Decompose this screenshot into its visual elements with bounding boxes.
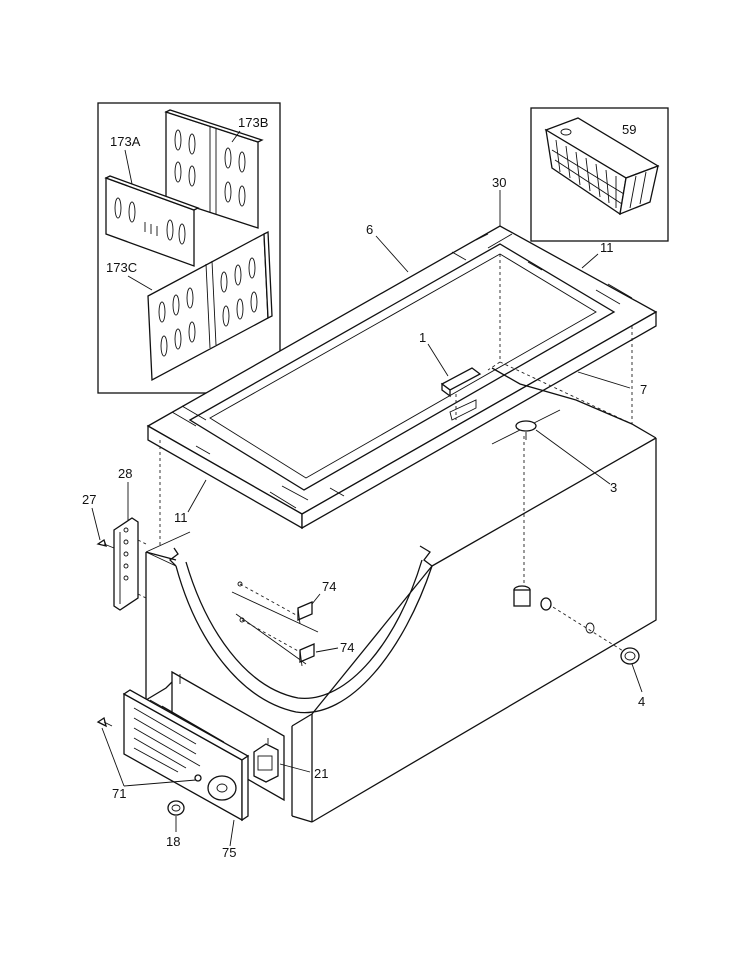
callout-7: 7 [640,382,647,397]
callout-21: 21 [314,766,328,781]
callout-11-top: 11 [600,240,614,255]
basket-hanger-upper [297,601,313,625]
callout-30: 30 [492,175,506,190]
callout-173a: 173A [110,134,141,149]
divider-inset: 173B 173A 173C [97,102,281,394]
callout-3: 3 [610,480,617,495]
hinge [113,517,147,611]
basket [544,117,660,216]
grille-knob [207,775,237,801]
divider-panel-173c [147,230,273,382]
grille-screw-right [194,774,202,782]
basket-inset: 59 [530,107,669,242]
thermostat [253,738,279,783]
callout-11-bottom: 11 [174,510,188,525]
hinge-screw [96,538,115,549]
grille-screw-left [96,716,113,728]
callout-71: 71 [112,786,126,801]
grille-slots [133,699,225,773]
callout-173b: 173B [238,115,268,130]
callout-28: 28 [118,466,132,481]
callout-6: 6 [366,222,373,237]
callout-27: 27 [82,492,96,507]
basket-hanger-lower [299,643,315,667]
divider-panel-173b [164,109,264,229]
freezer-cabinet [145,367,657,823]
callout-18: 18 [166,834,180,849]
breaker-trim [146,225,658,548]
drain-hole-plug [167,800,185,816]
callout-74-upper: 74 [322,579,336,594]
callout-75: 75 [222,845,236,860]
divider-panel-173a [104,175,200,267]
leader-lines [91,190,643,847]
lid-switch [440,367,482,421]
callout-1: 1 [419,330,426,345]
drain-tube [513,585,595,634]
drain-plug-top [515,420,537,440]
callout-173c: 173C [106,260,137,275]
front-grille-area [122,670,285,822]
callout-4: 4 [638,694,645,709]
callout-59: 59 [622,122,636,137]
drain-cap [620,647,640,665]
callout-74-lower: 74 [340,640,354,655]
